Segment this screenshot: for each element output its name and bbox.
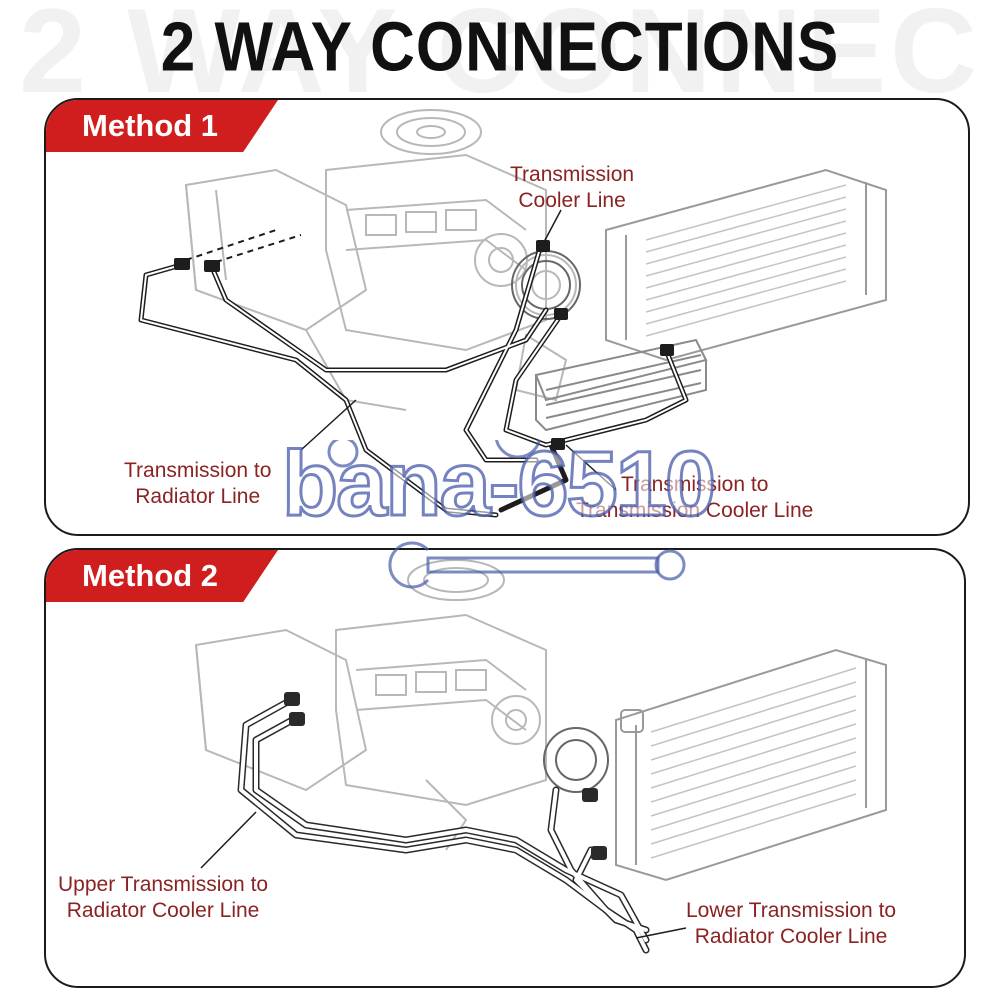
label-line-1: Transmission to: [124, 458, 271, 484]
label-transmission-to-radiator-line: Transmission to Radiator Line: [124, 458, 271, 510]
method-2-panel: Method 2: [44, 548, 966, 988]
cooler-lines: [241, 700, 646, 950]
label-line-1: Transmission: [510, 162, 634, 188]
fittings: [174, 240, 674, 450]
fan-outline: [544, 728, 608, 792]
label-line-1: Lower Transmission to: [686, 898, 896, 924]
radiator-outline: [606, 170, 886, 360]
label-line-2: Radiator Cooler Line: [58, 898, 268, 924]
radiator-outline: [616, 650, 886, 880]
engine-outline: [196, 560, 546, 850]
label-line-1: Upper Transmission to: [58, 872, 268, 898]
engine-outline: [186, 110, 576, 410]
method-2-tag: Method 2: [46, 550, 278, 602]
method-1-tag: Method 1: [46, 100, 278, 152]
label-upper-transmission-line: Upper Transmission to Radiator Cooler Li…: [58, 872, 268, 924]
label-line-2: Radiator Line: [124, 484, 271, 510]
label-line-2: Cooler Line: [510, 188, 634, 214]
page-title: 2 WAY CONNECTIONS: [0, 8, 1000, 88]
dashed-connection: [186, 230, 301, 262]
label-lower-transmission-line: Lower Transmission to Radiator Cooler Li…: [686, 898, 896, 950]
label-transmission-cooler-line: Transmission Cooler Line: [510, 162, 634, 214]
label-line-2: Radiator Cooler Line: [686, 924, 896, 950]
watermark-text: bana-6510: [258, 432, 738, 537]
